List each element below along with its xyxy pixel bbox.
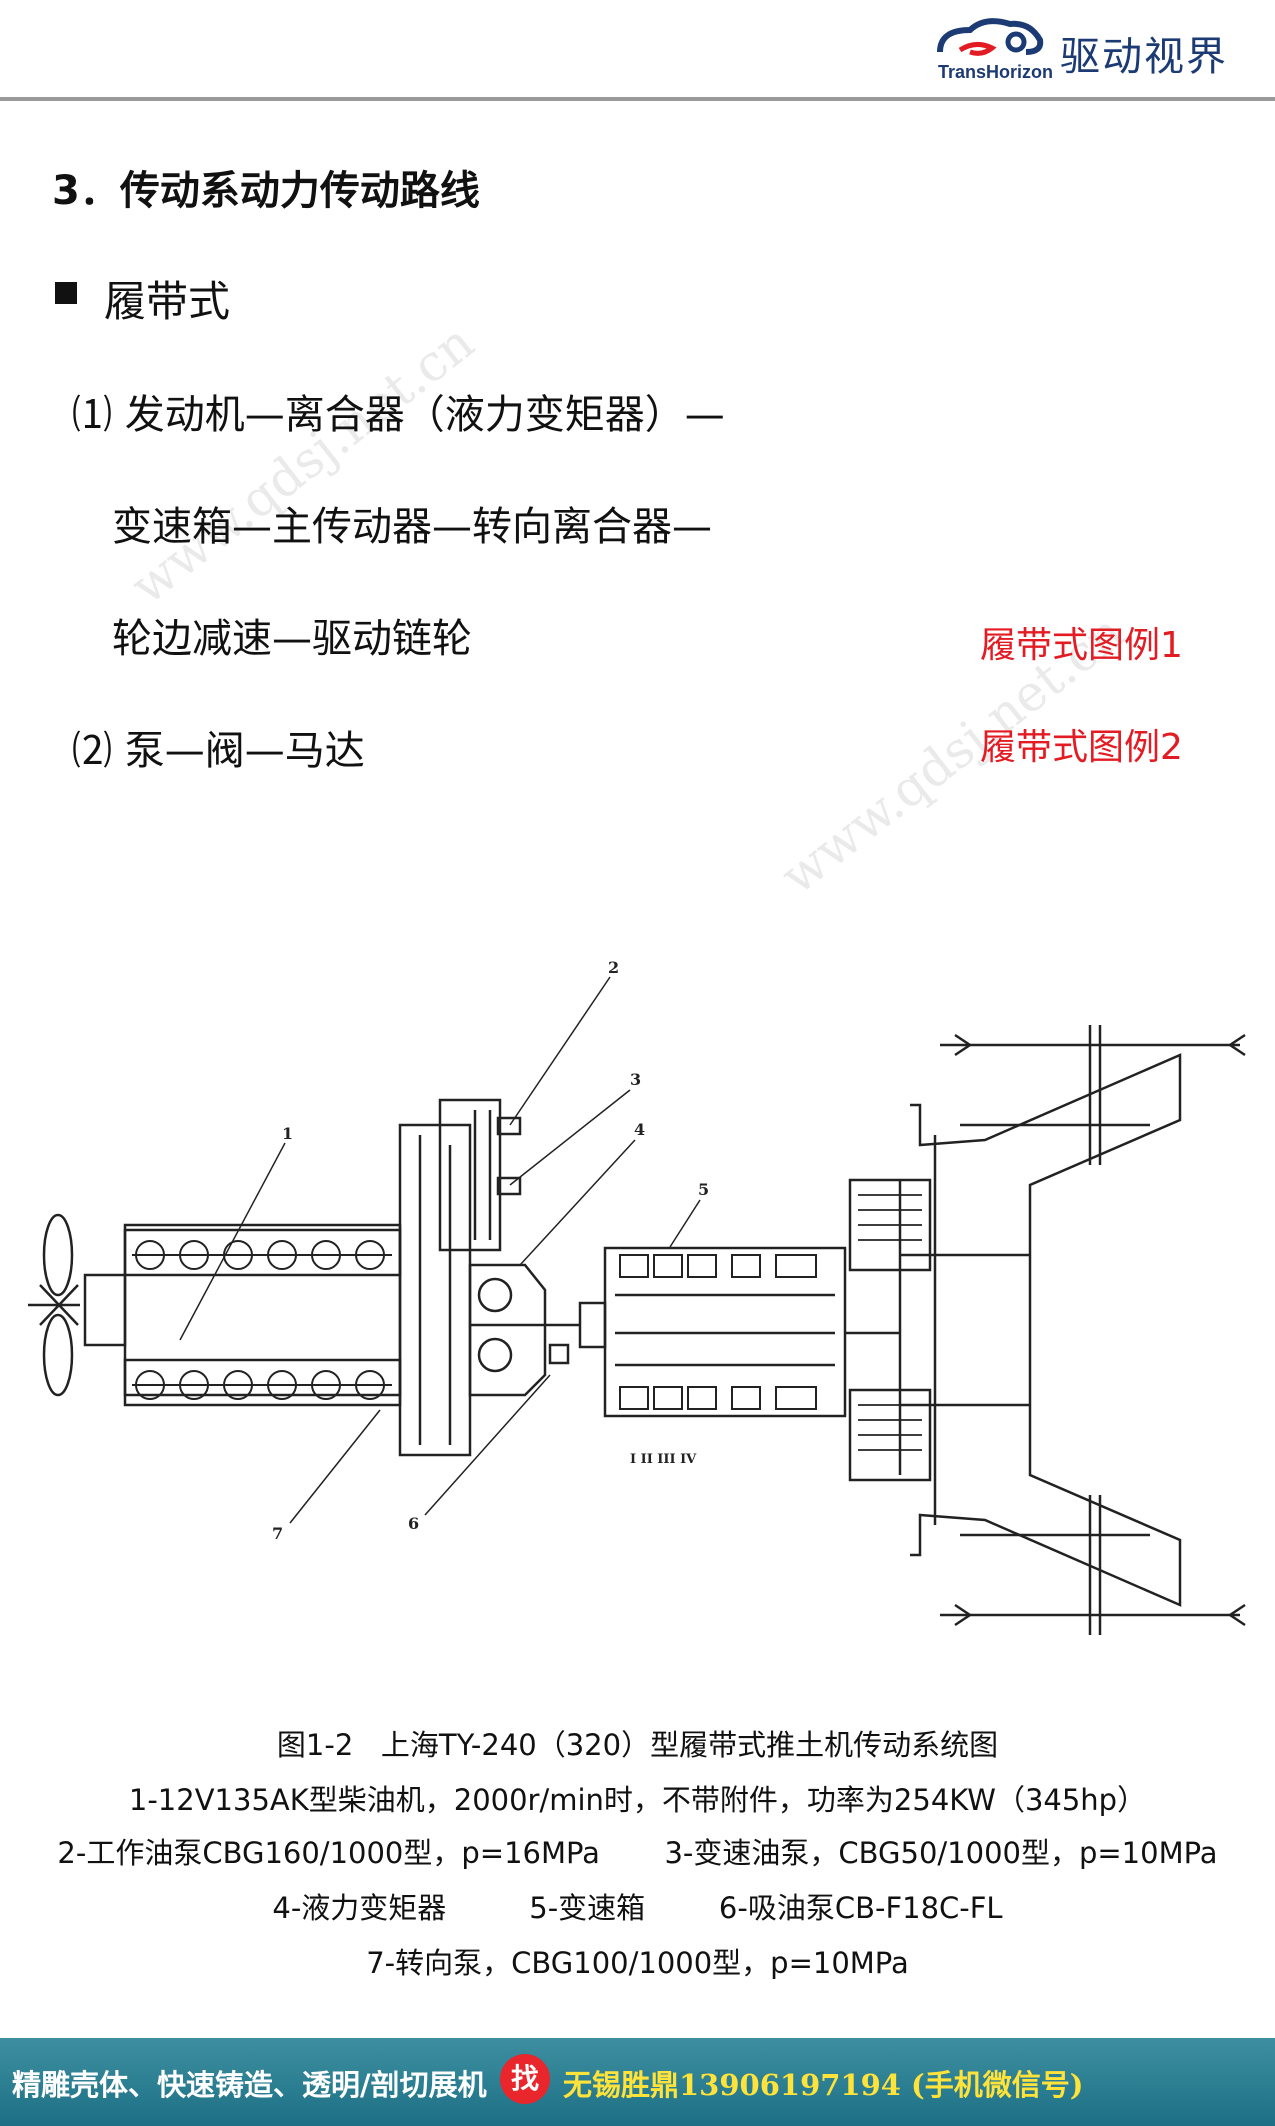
diagram-label-4: 4 [634,1120,645,1139]
diagram-label-1: 1 [282,1124,293,1143]
transmission-gearbox [603,1246,900,1418]
engine-block [83,1223,402,1407]
advertisement-banner[interactable]: 精雕壳体、快速铸造、透明/剖切展机 找 无锡胜鼎13906197194 (手机微… [0,2038,1275,2126]
banner-contact: 无锡胜鼎13906197194 (手机微信号) [563,2068,1084,2102]
figure-caption-line-1: 1-12V135AK型柴油机，2000r/min时，不带附件，功率为254KW（… [128,1783,1147,1817]
route-1-line-1: ⑴ 发动机—离合器（液力变矩器）— [72,392,725,438]
example-2-link[interactable]: 履带式图例2 [980,727,1183,768]
diagram-label-6: 6 [408,1514,419,1533]
brand-name-cn: 驱动视界 [1060,34,1228,80]
brand-name-en: TransHorizon [938,62,1054,82]
route-2-line: ⑵ 泵—阀—马达 [72,728,365,774]
figure-caption-line-2: 2-工作油泵CBG160/1000型，p=16MPa 3-变速油泵，CBG50/… [57,1836,1218,1870]
route-1-line-3: 轮边减速—驱动链轮 [112,616,472,662]
gear-labels: I II III IV [630,1452,697,1467]
brand-logo: 驱动视界 TransHorizon [930,10,1275,90]
section-title: 3．传动系动力传动路线 [52,168,480,214]
transmission-diagram: 1 2 3 4 5 6 7 I II III IV [28,958,1246,1635]
diagram-label-3: 3 [630,1070,641,1089]
square-bullet-icon [55,282,77,304]
watermark: www.qdsj.net.cn [120,313,485,616]
steering-and-final-drive [848,1025,1246,1635]
route-1-line-2: 变速箱—主传动器—转向离合器— [112,504,712,550]
example-1-link[interactable]: 履带式图例1 [980,625,1183,666]
diagram-label-5: 5 [698,1180,709,1199]
car-cloud-logo-icon [937,18,1044,56]
fan-icon [28,1213,80,1397]
diagram-label-2: 2 [608,958,619,977]
figure-caption-line-3: 4-液力变矩器 5-变速箱 6-吸油泵CB-F18C-FL [272,1891,1003,1925]
bullet-heading: 履带式 [104,277,231,326]
banner-text: 精雕壳体、快速铸造、透明/剖切展机 [12,2068,487,2102]
figure-caption-line-4: 7-转向泵，CBG100/1000型，p=10MPa [366,1946,909,1980]
header-divider [0,97,1275,101]
banner-badge: 找 [500,2054,550,2104]
diagram-label-7: 7 [272,1524,283,1543]
leader-lines [179,976,701,1524]
pump-drive-gearbox [398,1098,522,1457]
torque-converter [468,1263,607,1397]
figure-caption-title: 图1-2 上海TY-240（320）型履带式推土机传动系统图 [276,1728,999,1762]
